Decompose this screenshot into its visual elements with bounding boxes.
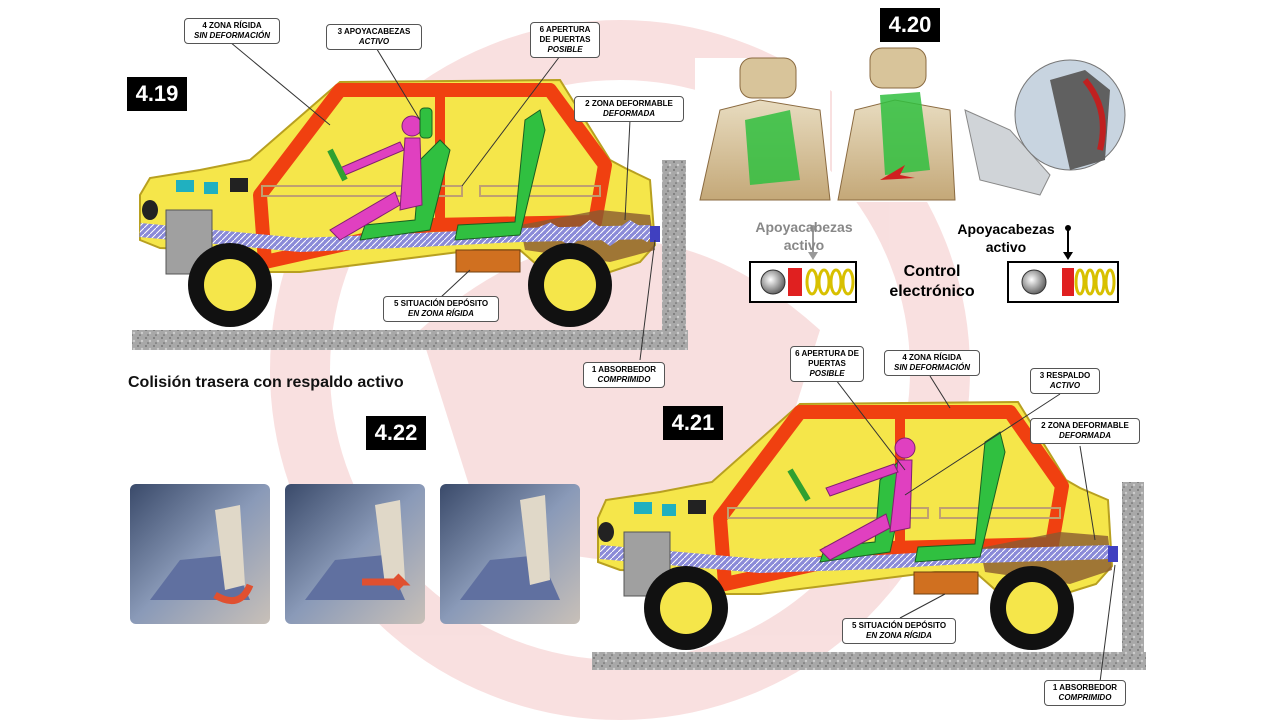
figure-label-420: 4.20	[880, 8, 940, 42]
figure-label-421: 4.21	[663, 406, 723, 440]
pointer-arrows-420	[808, 225, 1073, 260]
callout-subtitle: SIN DEFORMACIÓN	[894, 363, 970, 372]
callout-title: 5 SITUACIÓN DEPÓSITO	[851, 621, 947, 630]
callout-subtitle: COMPRIMIDO	[1058, 693, 1112, 702]
callout-title: 6 APERTURA DE PUERTAS	[795, 349, 859, 368]
active-headrest	[419, 107, 433, 139]
control-label: Control electrónico	[889, 263, 975, 300]
bumper-absorber	[650, 226, 660, 242]
figure-caption: Colisión trasera con respaldo activo	[128, 374, 404, 391]
callout-subtitle: DEFORMADA	[603, 109, 655, 118]
callout-title: 6 APERTURA DE PUERTAS	[539, 25, 591, 44]
callout-title: 4 ZONA RÍGIDA	[902, 353, 962, 362]
callout-subtitle: DEFORMADA	[1059, 431, 1111, 440]
callout-title: 5 SITUACIÓN DEPÓSITO	[393, 299, 489, 308]
car-diagram-419	[132, 78, 688, 350]
callout-subtitle: POSIBLE	[809, 369, 845, 378]
callout-title: 4 ZONA RÍGIDA	[202, 21, 262, 30]
callout-subtitle: POSIBLE	[547, 45, 583, 54]
callout-421-zona-rigida: 4 ZONA RÍGIDA SIN DEFORMACIÓN	[884, 350, 980, 376]
callout-title: 2 ZONA DEFORMABLE	[585, 99, 673, 108]
fuel-tank	[455, 249, 521, 273]
rear-seat	[914, 431, 1006, 563]
callout-subtitle: ACTIVO	[358, 37, 390, 46]
callout-419-apoyacabezas: 3 APOYACABEZAS ACTIVO	[326, 24, 422, 50]
leader-lines	[229, 41, 1116, 683]
bumper-absorber	[1108, 546, 1118, 562]
ground	[132, 330, 688, 350]
figure-label-422: 4.22	[366, 416, 426, 450]
callout-subtitle: COMPRIMIDO	[597, 375, 651, 384]
callout-419-zona-deformable: 2 ZONA DEFORMABLE DEFORMADA	[574, 96, 684, 122]
seat-sequence-422	[130, 484, 580, 624]
control-module-left	[749, 261, 857, 303]
callout-subtitle: EN ZONA RÍGIDA	[866, 631, 932, 640]
headrest-photos-420	[695, 47, 1130, 202]
seat-sequence-photo-1	[130, 484, 270, 624]
ground	[592, 652, 1146, 670]
callout-subtitle: SIN DEFORMACIÓN	[194, 31, 270, 40]
seat-sequence-photo-2	[285, 484, 425, 624]
callout-419-absorbedor: 1 ABSORBEDOR COMPRIMIDO	[583, 362, 665, 388]
front-seat	[359, 139, 451, 241]
callout-title: 2 ZONA DEFORMABLE	[1041, 421, 1129, 430]
callout-title: 1 ABSORBEDOR	[591, 365, 657, 374]
callout-419-deposito: 5 SITUACIÓN DEPÓSITO EN ZONA RÍGIDA	[383, 296, 499, 322]
callout-421-respaldo: 3 RESPALDO ACTIVO	[1030, 368, 1100, 394]
car-diagram-421	[592, 400, 1146, 670]
callout-419-apertura: 6 APERTURA DE PUERTAS POSIBLE	[530, 22, 600, 58]
headrest-label-left: Apoyacabezas activo	[755, 219, 853, 253]
callout-421-apertura: 6 APERTURA DE PUERTAS POSIBLE	[790, 346, 864, 382]
figure-label-419: 4.19	[127, 77, 187, 111]
headrest-label-right: Apoyacabezas activo	[957, 221, 1055, 255]
control-module-right	[1007, 261, 1119, 303]
callout-421-deposito: 5 SITUACIÓN DEPÓSITO EN ZONA RÍGIDA	[842, 618, 956, 644]
seat-photo-2	[832, 47, 957, 202]
callout-subtitle: EN ZONA RÍGIDA	[408, 309, 474, 318]
callout-421-absorbedor: 1 ABSORBEDOR COMPRIMIDO	[1044, 680, 1126, 706]
rear-seat	[454, 109, 546, 241]
callout-subtitle: ACTIVO	[1049, 381, 1081, 390]
callout-title: 1 ABSORBEDOR	[1052, 683, 1118, 692]
fuel-tank	[913, 571, 979, 595]
seat-photo-1	[695, 57, 831, 202]
rigid-cage	[713, 405, 1069, 591]
rear-wall	[1122, 482, 1144, 652]
callout-title: 3 RESPALDO	[1039, 371, 1091, 380]
seat-photo-3	[960, 58, 1130, 202]
callout-title: 3 APOYACABEZAS	[337, 27, 411, 36]
crash-dummy	[819, 437, 916, 561]
callout-421-zona-deformable: 2 ZONA DEFORMABLE DEFORMADA	[1030, 418, 1140, 444]
callout-419-zona-rigida: 4 ZONA RÍGIDA SIN DEFORMACIÓN	[184, 18, 280, 44]
rear-wall	[662, 160, 686, 330]
seat-sequence-photo-3	[440, 484, 580, 624]
